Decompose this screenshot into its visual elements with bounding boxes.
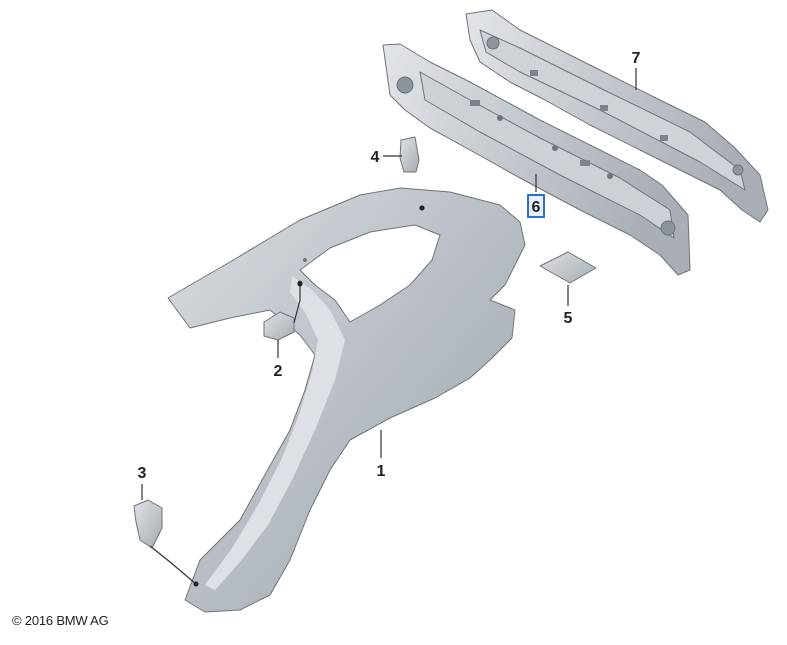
- part-7-rear-cross-member: [465, 9, 769, 223]
- dot-part-2: [297, 281, 303, 287]
- part-5-patch-plate: [539, 251, 597, 284]
- leader-3b: [149, 545, 197, 585]
- dot-part-3: [193, 581, 199, 587]
- part-6-rear-panel: [382, 43, 691, 276]
- callout-2: 2: [274, 363, 283, 380]
- callout-7: 7: [632, 50, 641, 67]
- part-2-bracket: [263, 311, 295, 341]
- callout-3: 3: [138, 465, 147, 482]
- leader-2b: [293, 284, 301, 324]
- part-4-bracket: [399, 136, 420, 173]
- copyright-notice: © 2016 BMW AG: [12, 613, 109, 628]
- callouts: 1 2 3 4 5 6 7: [138, 50, 641, 482]
- part-3-bracket: [133, 499, 163, 549]
- dot-part-4: [419, 205, 425, 211]
- connection-dots: [193, 205, 425, 587]
- callout-5: 5: [564, 310, 573, 327]
- part-1-side-panel: [167, 187, 526, 613]
- callout-1: 1: [377, 463, 386, 480]
- callout-6: 6: [532, 199, 541, 216]
- callout-4: 4: [371, 149, 380, 166]
- leader-lines: [141, 68, 637, 585]
- callout-6-highlight: [527, 194, 545, 218]
